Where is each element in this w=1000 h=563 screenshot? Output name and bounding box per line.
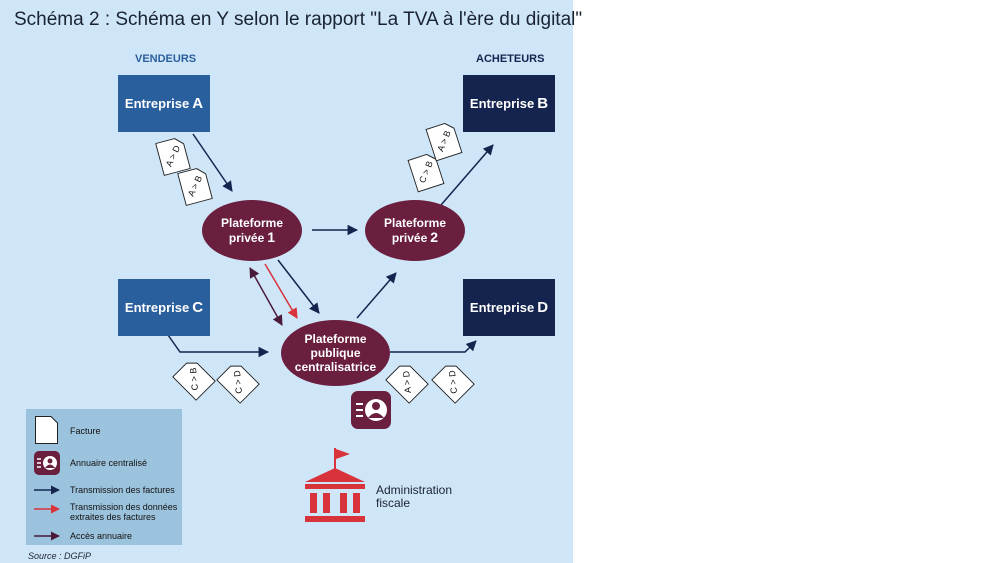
invoice-c-to-d-right: C > D (431, 360, 475, 404)
invoice-c-to-d-bottom-label: C > D (232, 369, 244, 395)
sellers-column-label: VENDEURS (135, 53, 197, 65)
arrow-c-to-ppf (167, 334, 270, 358)
invoice-c-to-d-right-label: C > D (447, 369, 459, 395)
arrow-p1-data-to-ppf (264, 263, 298, 319)
company-c-letter: C (192, 299, 204, 316)
arrow-ppf-to-p2 (356, 272, 397, 319)
tax-administration-line1: Administration (376, 483, 453, 497)
invoice-a-to-b-left: A > B (177, 166, 213, 207)
public-platform-line2: publique (310, 346, 361, 360)
private-platform-1-number: 1 (267, 229, 276, 245)
source-note: Source : DGFiP (28, 551, 92, 561)
public-centralizing-platform: Plateforme publique centralisatrice (281, 320, 390, 386)
private-platform-1-line1: Plateforme (220, 216, 284, 230)
legend-transmission-data-label: Transmission des données extraites des f… (70, 502, 177, 522)
diagram-title: Schéma 2 : Schéma en Y selon le rapport … (14, 9, 583, 30)
arrow-p1-directory-access (249, 267, 283, 326)
invoice-a-to-d-bottom-label: A > D (401, 370, 413, 394)
tax-administration-line2: fiscale (376, 496, 411, 510)
flow-arrows (167, 133, 494, 358)
company-a-letter: A (192, 95, 204, 112)
legend-invoice-label: Facture (70, 426, 101, 436)
invoice-c-to-b-bottom: C > B (172, 357, 216, 401)
directory-icon (351, 391, 391, 429)
buyers-column-label: ACHETEURS (476, 53, 545, 65)
company-d-label: Entreprise (469, 300, 535, 315)
private-platform-1-line2: privée (228, 231, 265, 245)
private-platform-2-line1: Plateforme (383, 216, 447, 230)
arrow-ppf-to-d (390, 340, 477, 353)
invoice-c-to-b-top: C > B (407, 152, 445, 193)
legend-directory-access-label: Accès annuaire (70, 531, 133, 541)
company-b-letter: B (537, 95, 549, 112)
invoice-a-to-b-top: A > B (425, 121, 463, 162)
invoice-a-to-d-left: A > D (155, 136, 191, 177)
company-d-letter: D (537, 299, 549, 316)
legend-directory-label: Annuaire centralisé (70, 458, 148, 468)
legend-invoice-icon (35, 416, 58, 444)
legend-transmission-data-line2: extraites des factures (70, 512, 156, 522)
public-platform-line1: Plateforme (304, 332, 367, 346)
company-a-label: Entreprise (124, 96, 190, 111)
legend-transmission-invoices-label: Transmission des factures (70, 485, 175, 495)
invoice-c-to-b-bottom-label: C > B (188, 367, 200, 391)
arrow-p1-to-ppf (277, 259, 320, 314)
invoice-a-to-d-bottom: A > D (385, 360, 429, 404)
arrow-a-to-p1 (192, 133, 233, 192)
company-c-label: Entreprise (124, 300, 190, 315)
public-platform-line3: centralisatrice (294, 360, 377, 374)
diagram-panel: Schéma 2 : Schéma en Y selon le rapport … (0, 0, 582, 563)
legend-directory-icon (34, 451, 60, 475)
legend: Facture Annuaire centralisé Transmission… (26, 409, 182, 545)
invoice-c-to-d-bottom: C > D (216, 360, 260, 404)
tax-administration-icon (302, 448, 368, 529)
private-platform-2-number: 2 (430, 229, 439, 245)
private-platform-2-line2: privée (391, 231, 428, 245)
company-b-label: Entreprise (469, 96, 535, 111)
tax-administration-label: Administration fiscale (376, 484, 452, 510)
legend-transmission-data-line1: Transmission des données (70, 502, 178, 512)
arrow-p2-to-b (440, 144, 494, 206)
